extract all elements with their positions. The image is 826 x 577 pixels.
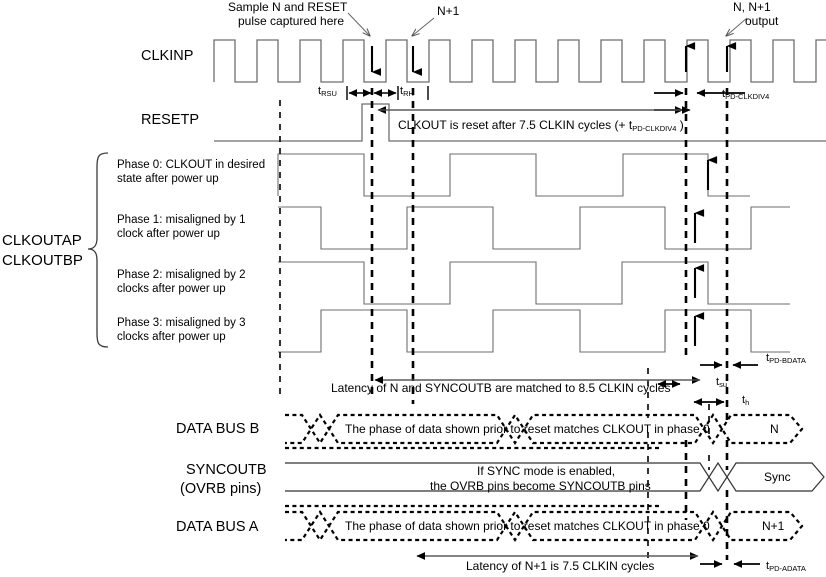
annotation-latency-n-sync: Latency of N and SYNCOUTB are matched to… (331, 381, 671, 395)
callout-output-line1: N, N+1 (733, 0, 771, 14)
annotation-bus-a-note: The phase of data shown prior to reset m… (345, 519, 710, 533)
callout-sample-line2: pulse captured here (238, 14, 345, 28)
timing-label-tpd-bdata: tPD-BDATA (766, 352, 806, 365)
timing-label-tpd-adata: tPD-ADATA (766, 560, 806, 573)
dashed-marker-lines (370, 88, 729, 560)
bus-value-n: N (770, 422, 779, 436)
bus-value-sync: Sync (764, 470, 791, 484)
phase0-waveform (277, 153, 750, 197)
timing-label-trh: tRH (400, 85, 414, 98)
phase-2-label-line1: Phase 2: misaligned by 2 (117, 269, 246, 281)
annotation-bus-b-note: The phase of data shown prior to reset m… (345, 422, 710, 436)
timing-label-tpd-clkdiv4: tPD-CLKDIV4 (722, 88, 770, 101)
trsu-trh-measure (346, 86, 429, 100)
annotation-clkout-reset: CLKOUT is reset after 7.5 CLKIN cycles (… (398, 118, 684, 133)
data-bus-b-waveform (285, 412, 804, 446)
data-bus-a-waveform (285, 509, 804, 543)
timing-label-trsu: tRSU (318, 85, 337, 98)
signal-label-clkoutap: CLKOUTAP (2, 232, 82, 249)
signal-label-ovrb-pins: (OVRB pins) (180, 481, 262, 497)
signal-label-data-bus-a: DATA BUS A (176, 519, 259, 535)
signal-label-clkoutbp: CLKOUTBP (2, 252, 83, 269)
phase-align-arrows (693, 156, 718, 346)
phase-1-label-line1: Phase 1: misaligned by 1 (117, 214, 246, 226)
clkout-group-brace (87, 152, 109, 348)
clkinp-edge-arrows (370, 42, 737, 76)
annotation-sync-note-line2: the OVRB pins become SYNCOUTB pins (430, 479, 651, 493)
timing-label-th: th (742, 394, 750, 407)
phase2-waveform (278, 261, 790, 305)
callout-sample-line1: Sample N and RESET (228, 0, 348, 14)
phase-3-label-line1: Phase 3: misaligned by 3 (117, 317, 246, 329)
signal-label-resetp: RESETP (141, 112, 200, 128)
timing-label-tsu: tsu (716, 376, 727, 389)
callout-leaders (347, 12, 748, 36)
phase-3-label-line2: clocks after power up (117, 331, 226, 343)
phase-1-label-line2: clock after power up (117, 228, 220, 240)
bus-value-n-plus-1: N+1 (762, 519, 785, 533)
callout-output-line2: output (745, 14, 779, 28)
clkinp-waveform (213, 39, 826, 83)
phase1-waveform (278, 206, 790, 250)
resetp-waveform (214, 103, 826, 142)
signal-label-clkinp: CLKINP (141, 48, 194, 64)
phase-2-label-line2: clocks after power up (117, 283, 226, 295)
signal-label-syncoutb: SYNCOUTB (186, 462, 267, 478)
annotation-sync-note-line1: If SYNC mode is enabled, (477, 464, 616, 478)
callout-n-plus-1: N+1 (437, 4, 460, 18)
phase-0-label-line2: state after power up (117, 173, 219, 185)
annotation-latency-n1: Latency of N+1 is 7.5 CLKIN cycles (466, 559, 655, 573)
signal-label-data-bus-b: DATA BUS B (176, 421, 260, 437)
phase3-waveform (278, 309, 790, 353)
phase-0-label-line1: Phase 0: CLKOUT in desired (117, 159, 266, 171)
syncoutb-waveform (285, 461, 825, 493)
